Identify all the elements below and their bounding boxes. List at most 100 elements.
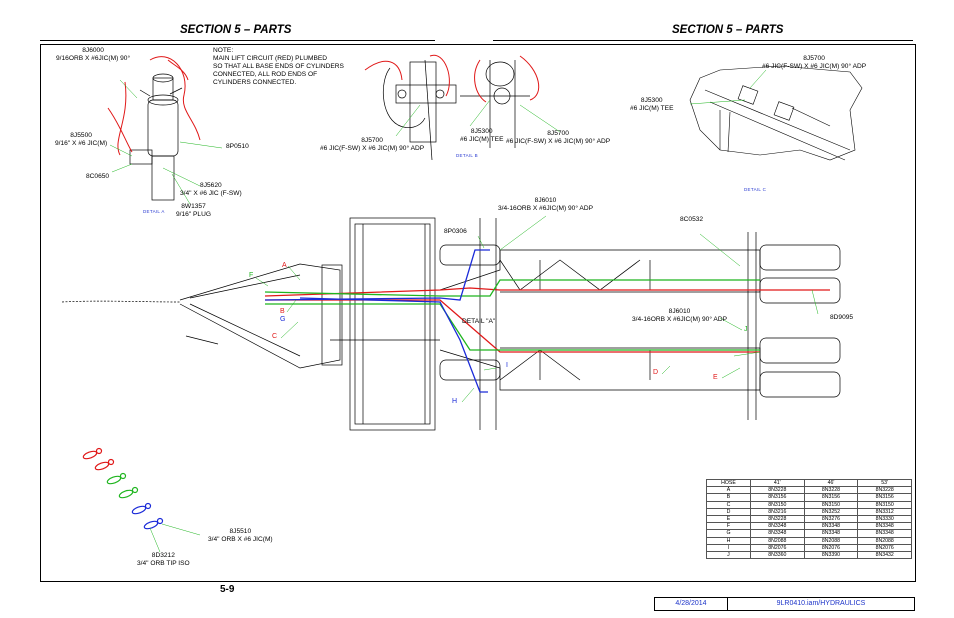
- table-cell: B: [706, 493, 751, 502]
- callout-8j5700-a: 8J5700 #6 JIC(F-SW) X #6 JIC(M) 90° ADP: [320, 137, 425, 152]
- hose-letter-i: I: [506, 362, 508, 369]
- table-cell: 8N3228: [803, 486, 859, 495]
- callout-8c0532: 8C0532: [680, 216, 704, 223]
- detail-c-assembly: [689, 65, 863, 161]
- hose-letter-h: H: [452, 398, 458, 405]
- table-cell: 8N3348: [749, 522, 805, 531]
- table-header-row: HOSE 41' 46' 53': [706, 478, 912, 488]
- callout-8j5500: 8J5500 9/16" X #6 JIC(M): [55, 132, 108, 147]
- table-cell: 8N3228: [749, 486, 805, 495]
- table-cell: 8N3348: [803, 522, 859, 531]
- detail-b-assembly: [382, 59, 530, 161]
- table-cell: 8N3228: [749, 514, 805, 524]
- right-section-title: SECTION 5 – PARTS: [672, 24, 784, 36]
- table-cell: D: [706, 507, 751, 516]
- table-cell: J: [706, 550, 751, 560]
- detail-a-cylinder: [129, 73, 183, 201]
- table-cell: 8N3348: [803, 529, 859, 538]
- callout-8j5510: 8J5510 3/4" ORB X #6 JIC(M): [208, 528, 273, 543]
- fitting-samples: [82, 447, 164, 530]
- detail-a-label: DETAIL A: [143, 209, 165, 214]
- table-cell: 8N3252: [803, 507, 859, 516]
- table-cell: F: [706, 522, 751, 531]
- table-cell: 8N3348: [857, 522, 912, 531]
- table-cell: A: [706, 486, 751, 495]
- callout-8w1357: 8W1357 9/16" PLUG: [176, 203, 211, 218]
- table-cell: H: [706, 536, 751, 545]
- table-cell: 8N3312: [857, 507, 912, 516]
- table-cell: C: [706, 500, 751, 509]
- table-cell: 8N2076: [749, 543, 805, 552]
- table-cell: 8N3348: [749, 529, 805, 538]
- table-cell: 8N2088: [803, 536, 859, 545]
- footer-filename: 9LR0410.iam/HYDRAULICS: [727, 597, 915, 611]
- table-cell: G: [706, 529, 751, 538]
- footer-date: 4/28/2014: [654, 597, 728, 611]
- table-cell: 8N2088: [857, 536, 912, 545]
- right-header-rule: [493, 40, 913, 41]
- table-cell: 8N2088: [749, 536, 805, 545]
- callout-8c0650: 8C0650: [86, 173, 110, 180]
- table-header: 53': [857, 478, 912, 488]
- table-header: 46': [803, 478, 859, 488]
- table-header: HOSE: [706, 478, 751, 488]
- callout-8j5700-c: 8J5700 #6 JIC(F-SW) X #6 JIC(M) 90° ADP: [762, 55, 867, 70]
- table-cell: 8N3156: [803, 493, 859, 502]
- table-cell: 8N3432: [857, 550, 912, 560]
- table-cell: 8N3150: [749, 500, 805, 509]
- callout-8j6000: 8J6000 9/16ORB X #6JIC(M) 90°: [56, 47, 131, 62]
- detail-c-label: DETAIL C: [744, 187, 767, 192]
- table-cell: 8N3276: [803, 514, 859, 524]
- callout-8j5300-c: 8J5300 #6 JIC(M) TEE: [630, 97, 674, 112]
- table-cell: I: [706, 543, 751, 552]
- table-cell: 8N3156: [749, 493, 805, 502]
- hose-letter-e: E: [713, 374, 718, 381]
- table-cell: 8N3150: [857, 500, 912, 509]
- hose-letter-a: A: [282, 262, 287, 269]
- callout-8j6010-a: 8J6010 3/4-16ORB X #6JIC(M) 90° ADP: [498, 197, 593, 212]
- table-cell: 8N3150: [803, 500, 859, 509]
- table-header: 41': [749, 478, 805, 488]
- hose-letter-f: F: [249, 272, 254, 279]
- table-cell: 8N3390: [803, 550, 859, 560]
- callout-8j5300-a: 8J5300 #6 JIC(M) TEE: [460, 128, 504, 143]
- callout-8p0510: 8P0510: [226, 143, 249, 150]
- page-number: 5-9: [220, 584, 235, 595]
- callout-8p0306: 8P0306: [444, 228, 467, 235]
- table-cell: 8N3348: [857, 529, 912, 538]
- table-cell: 8N3216: [749, 507, 805, 516]
- callout-8j5620: 8J5620 3/4" X #6 JIC (F-SW): [180, 182, 242, 197]
- hose-letter-d: D: [653, 369, 659, 376]
- callout-8d9095: 8D9095: [830, 314, 854, 321]
- table-cell: 8N3156: [857, 493, 912, 502]
- note-text: NOTE: MAIN LIFT CIRCUIT (RED) PLUMBED SO…: [213, 47, 344, 86]
- table-cell: 8N2076: [803, 543, 859, 552]
- callout-8j5700-b: 8J5700 #6 JIC(F-SW) X #6 JIC(M) 90° ADP: [506, 130, 611, 145]
- table-cell: 8N3360: [749, 550, 805, 560]
- hose-letter-j: J: [744, 326, 748, 333]
- table-cell: E: [706, 514, 751, 524]
- table-cell: 8N2076: [857, 543, 912, 552]
- hose-letter-c: C: [272, 333, 278, 340]
- hose-letter-g: G: [280, 316, 286, 323]
- callout-8j6010-b: 8J6010 3/4-16ORB X #6JIC(M) 90° ADP: [632, 308, 727, 323]
- hose-letter-b: B: [280, 308, 285, 315]
- table-cell: 8N3330: [857, 514, 912, 524]
- left-header-rule: [40, 40, 435, 41]
- drawing-frame: [40, 44, 916, 582]
- callout-8d3212: 8D3212 3/4" ORB TIP ISO: [137, 552, 190, 567]
- detail-a-reference: DETAIL "A": [462, 318, 496, 325]
- detail-b-label: DETAIL B: [456, 153, 478, 158]
